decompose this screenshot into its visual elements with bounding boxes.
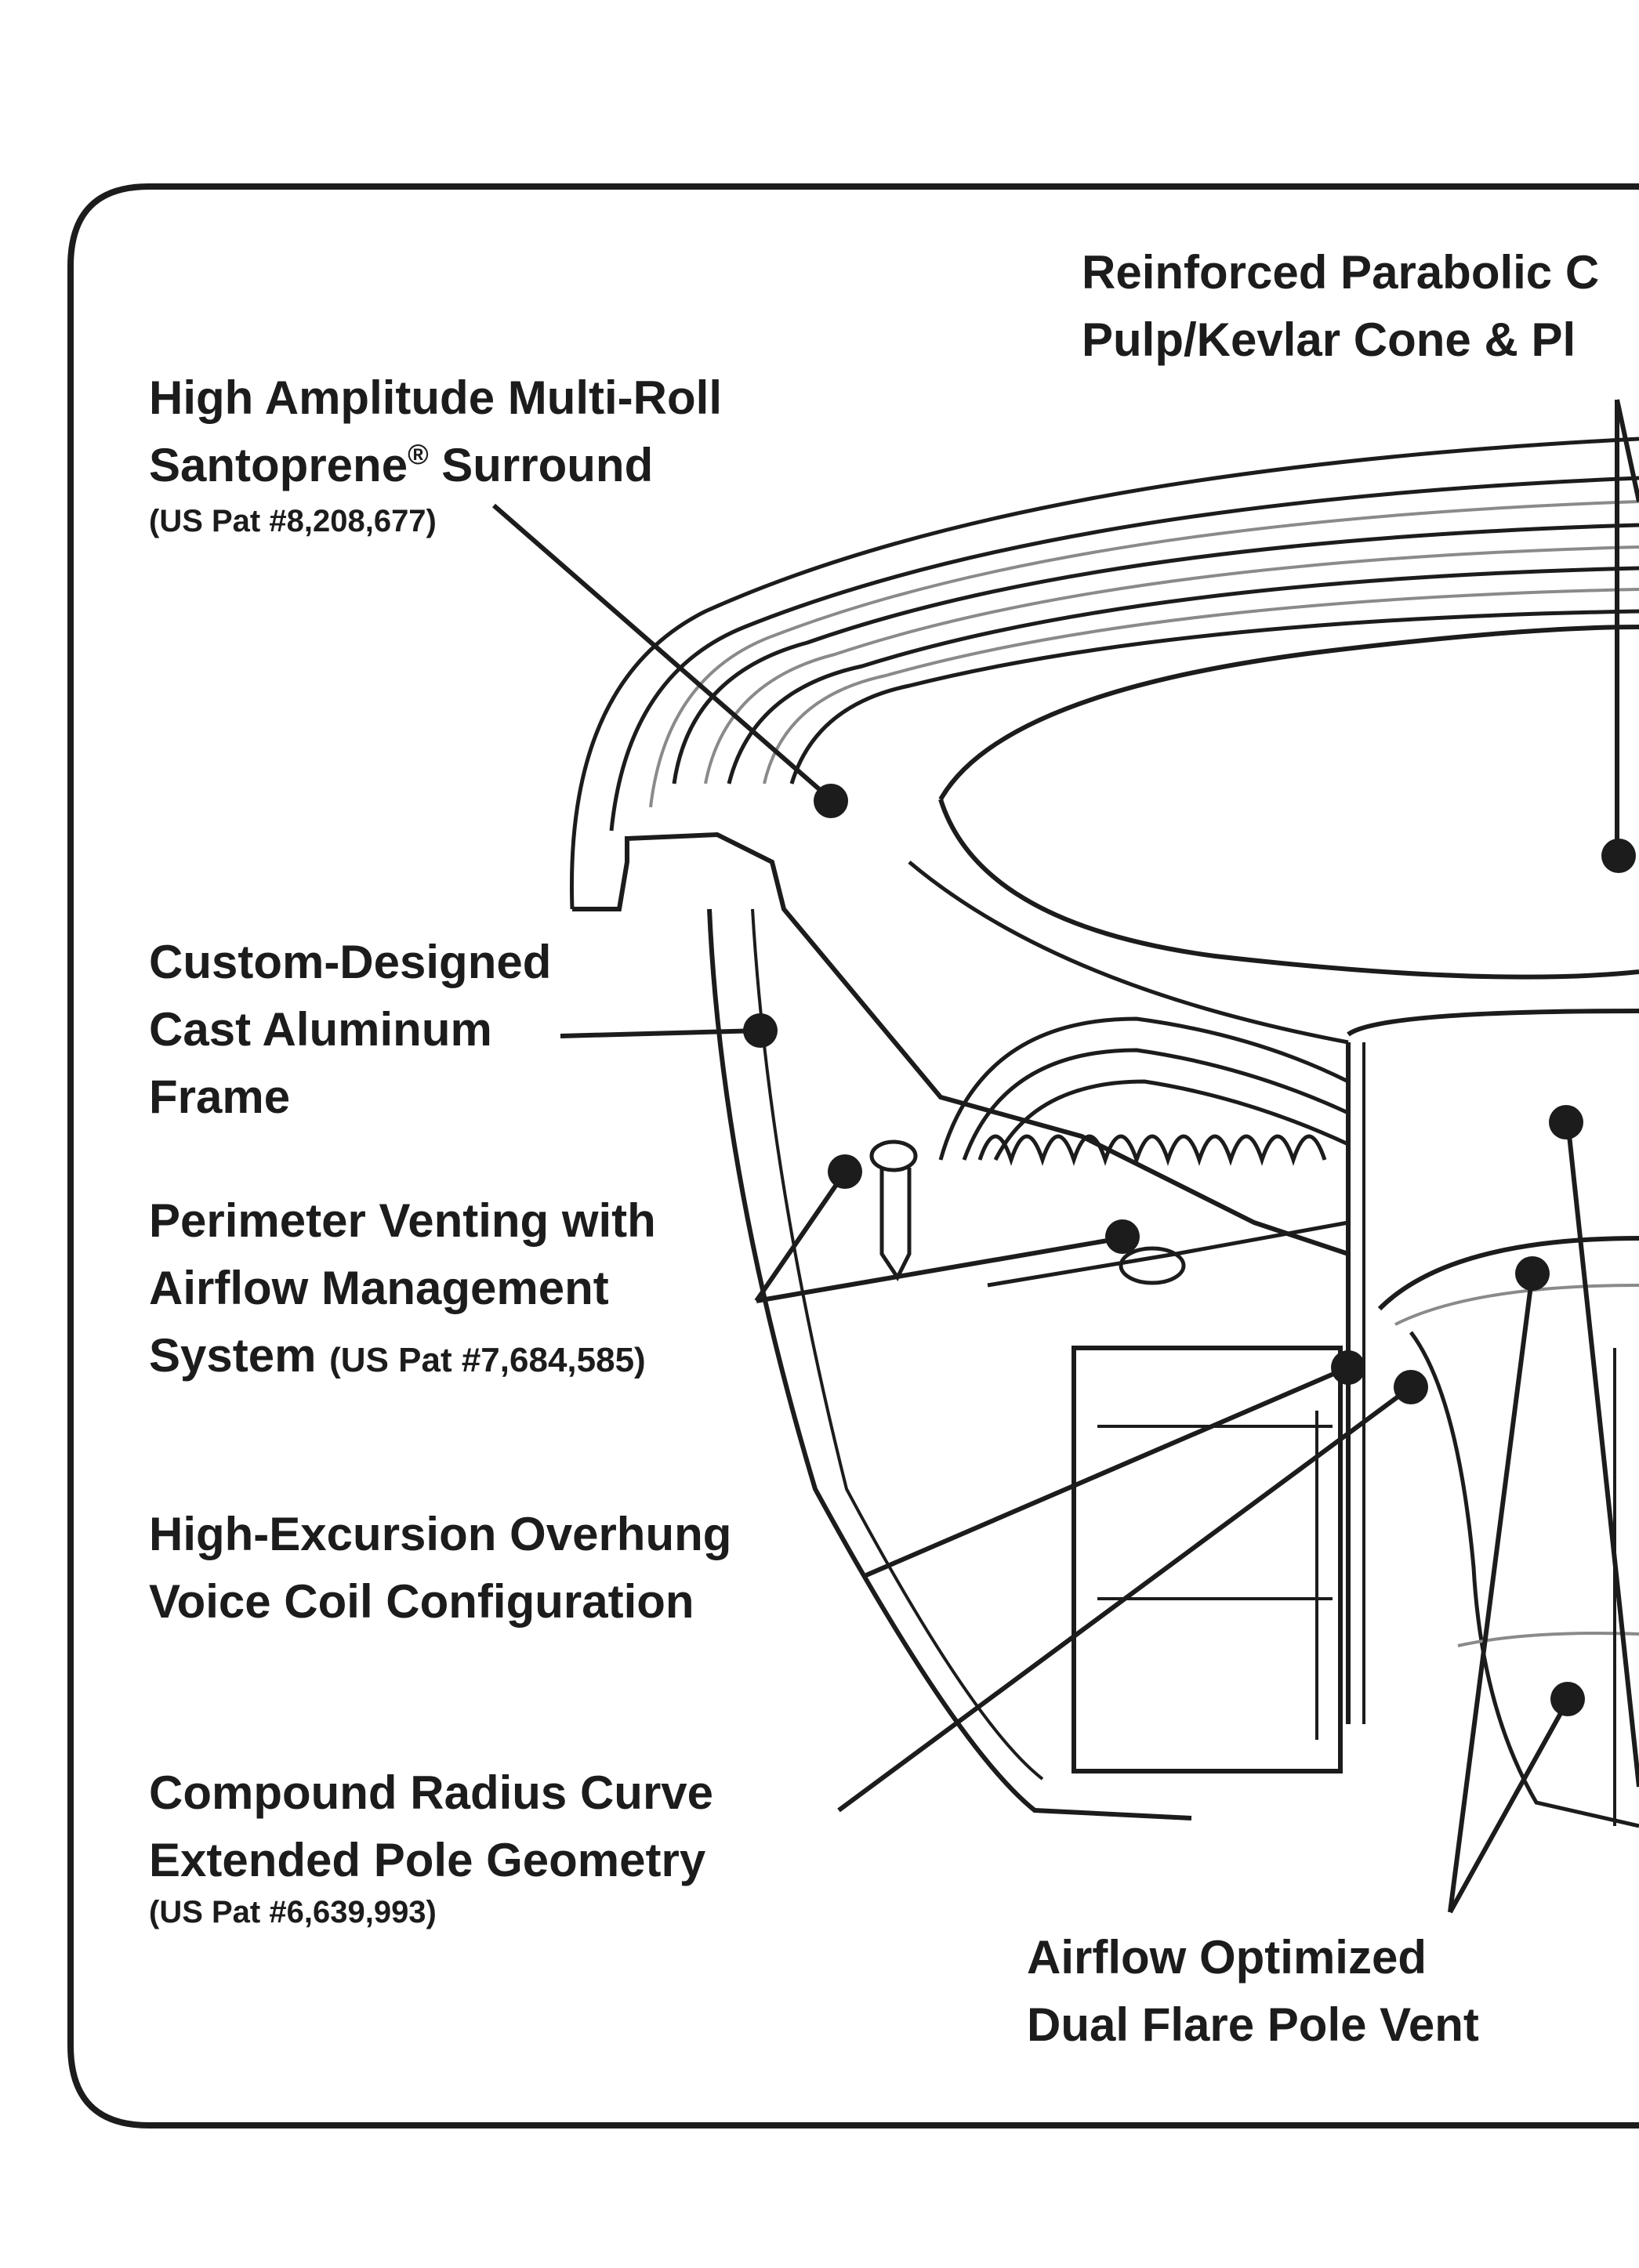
cone-label: Reinforced Parabolic C Pulp/Kevlar Cone … [1082,239,1599,374]
callout-lines [492,399,1639,1914]
frame-label: Custom-Designed Cast Aluminum Frame [149,929,551,1131]
voice-coil-label: High-Excursion Overhung Voice Coil Confi… [149,1501,731,1636]
registered-mark: ® [408,438,429,470]
frame-label-line1: Custom-Designed [149,936,552,988]
venting-label-line1: Perimeter Venting with [149,1194,656,1247]
surround-label-line1: High Amplitude Multi-Roll [149,371,722,424]
motor-screw [1119,1246,1186,1285]
venting-label-line2: Airflow Management [149,1262,609,1314]
voice-coil-label-line2: Voice Coil Configuration [149,1575,694,1628]
spider-rolls [938,1016,1350,1161]
frame-outer-wall [707,908,1192,1821]
cone-label-line1: Reinforced Parabolic C [1082,246,1600,299]
motor-magnet [1072,1346,1343,1773]
diagram-border [67,183,1639,2129]
voice-coil-label-line1: High-Excursion Overhung [149,1508,732,1560]
frame-outline [572,831,1349,1256]
surround-gray-rolls [649,500,1639,808]
surround-label: High Amplitude Multi-Roll Santoprene® Su… [149,364,722,499]
surround-label-line2: Santoprene® Surround [149,432,722,499]
venting-patent: (US Pat #7,684,585) [329,1341,646,1379]
pole-label-line2: Extended Pole Geometry [149,1834,706,1886]
cone-label-line2: Pulp/Kevlar Cone & Pl [1082,313,1576,366]
pole-vent-label-line1: Airflow Optimized [1027,1931,1427,1984]
venting-label: Perimeter Venting with Airflow Managemen… [149,1187,656,1389]
spider-wave [977,1134,1327,1166]
pole-label-line1: Compound Radius Curve [149,1766,714,1819]
surround-material: Santoprene [149,439,408,491]
cone-surface [938,799,1639,980]
pole-patent: (US Pat #6,639,993) [149,1895,437,1929]
pole-vent-flare [1377,1236,1639,1311]
frame-label-line2: Cast Aluminum [149,1003,492,1056]
pole-vent-label-line2: Dual Flare Pole Vent [1027,1998,1479,2051]
pole-label: Compound Radius Curve Extended Pole Geom… [149,1759,713,1894]
surround-patent: (US Pat #8,208,677) [149,504,437,538]
callout-dots [743,784,1636,1716]
pole-vent-label: Airflow Optimized Dual Flare Pole Vent [1027,1924,1479,2059]
surround-word: Surround [428,439,654,491]
venting-label-line3: System (US Pat #7,684,585) [149,1322,656,1389]
venting-system-word: System [149,1329,317,1382]
frame-screw [869,1139,918,1281]
frame-label-line3: Frame [149,1071,291,1123]
pole-piece [1347,1009,1639,1037]
